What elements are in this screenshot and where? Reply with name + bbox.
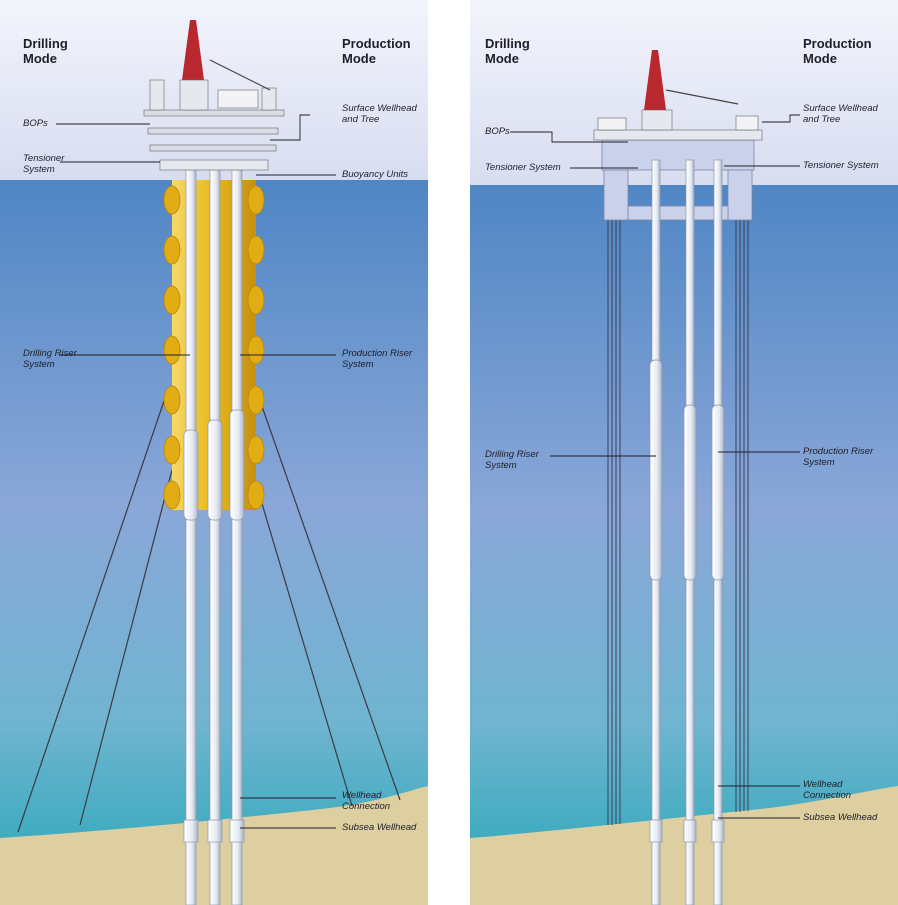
right-surface-wellhead-label: Surface Wellhead and Tree — [803, 103, 878, 125]
risers — [183, 169, 245, 905]
platform-deck — [593, 50, 763, 141]
right-diagram-art — [470, 0, 898, 905]
left-production-mode-title: Production Mode — [342, 36, 411, 66]
right-diagram-panel: Drilling Mode Production Mode BOPs Tensi… — [470, 0, 898, 905]
left-drilling-mode-title: Drilling Mode — [23, 36, 68, 66]
risers — [649, 159, 725, 905]
mooring-lines — [17, 394, 401, 833]
right-production-riser-label: Production Riser System — [803, 446, 874, 468]
left-subsea-wellhead-label: Subsea Wellhead — [342, 822, 417, 833]
tendons — [607, 220, 749, 825]
right-tensioner-left-label: Tensioner System — [485, 162, 561, 173]
right-subsea-wellhead-label: Subsea Wellhead — [803, 812, 878, 823]
left-production-riser-label: Production Riser System — [342, 348, 413, 370]
platform-deck — [143, 20, 285, 171]
right-drilling-mode-title: Drilling Mode — [485, 36, 530, 66]
left-drilling-riser-label: Drilling Riser System — [23, 348, 77, 370]
left-diagram-art — [0, 0, 428, 905]
left-wellhead-connection-label: Wellhead Connection — [342, 790, 391, 812]
right-wellhead-connection-label: Wellhead Connection — [803, 779, 852, 801]
leader-lines — [56, 114, 336, 829]
seabed — [470, 786, 898, 905]
right-drilling-riser-label: Drilling Riser System — [485, 449, 539, 471]
right-production-mode-title: Production Mode — [803, 36, 872, 66]
left-surface-wellhead-label: Surface Wellhead and Tree — [342, 103, 417, 125]
right-tensioner-right-label: Tensioner System — [803, 160, 879, 171]
left-buoyancy-label: Buoyancy Units — [342, 169, 409, 180]
left-tensioner-label: Tensioner System — [23, 153, 65, 175]
leader-lines — [510, 114, 800, 819]
left-diagram-panel: Drilling Mode Production Mode BOPs Tensi… — [0, 0, 428, 905]
right-bops-label: BOPs — [485, 126, 510, 137]
sky — [0, 0, 428, 182]
left-bops-label: BOPs — [23, 118, 48, 129]
